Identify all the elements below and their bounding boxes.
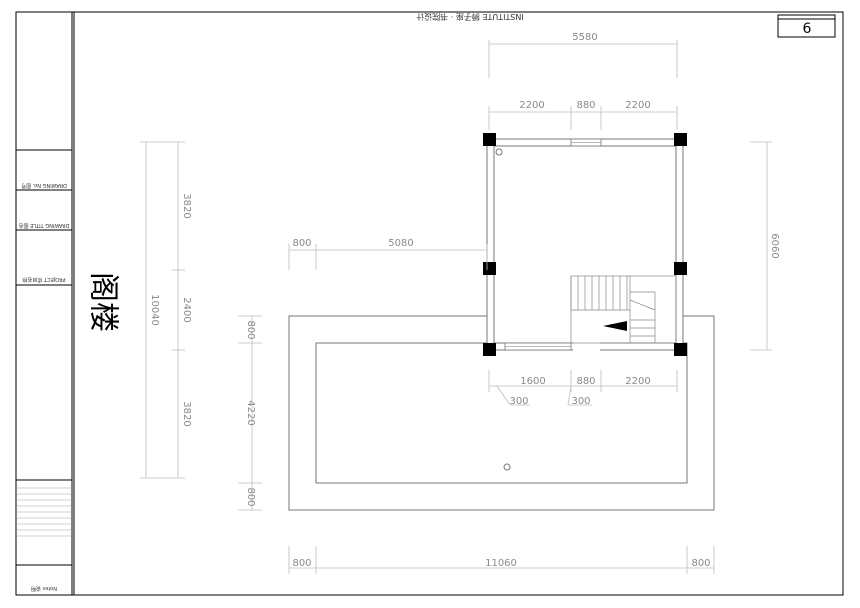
dim-vert-mid: 2400 [181,297,192,322]
sheet-number: 6 [803,21,812,37]
dim-base-total: 11060 [485,558,517,569]
dim-top-mid: 880 [576,100,595,111]
dim-vert-bottom: 3820 [181,401,192,426]
title-block: DRAWING No. 图号 DRAWING TITLE 图名 PROJECT … [16,149,72,592]
inner-border [73,11,844,596]
dim-base-left: 800 [292,558,311,569]
dim-top-right: 2200 [625,100,650,111]
dimension-lines [140,40,772,574]
structural-columns [483,133,687,356]
dim-top-left: 2200 [519,100,544,111]
dim-left-a: 800 [292,238,311,249]
dim-left-b: 5080 [388,238,413,249]
stair [570,275,677,344]
dim-top-overall: 5580 [572,32,597,43]
dim-bottom-right: 2200 [625,376,650,387]
title-block-project: PROJECT 项目名称 [22,276,65,283]
dim-slab-mid: 4220 [245,400,256,425]
drawing-title: 阁楼 [86,272,121,332]
title-block-notes: Notes 说明 [31,585,57,592]
dim-vert-top: 3820 [181,193,192,218]
terrace-inner [315,342,688,484]
title-block-drawing-no: DRAWING No. 图号 [21,182,67,188]
drain-point [503,463,511,471]
dim-right-height: 6060 [769,233,780,258]
dim-bottom-left: 1600 [520,376,545,387]
dim-slab-bottom: 800 [245,487,256,506]
attic-room [486,138,684,351]
dim-offset-left: 300 [509,396,528,407]
dim-vert-total: 10040 [149,294,160,326]
sheet-number-box [777,14,836,38]
dim-slab-top: 800 [245,320,256,339]
dim-base-right: 800 [691,558,710,569]
title-block-drawing-title: DRAWING TITLE 图名 [18,222,69,229]
header-note: INSTITUTE 狮子座 · 书院设计 [416,12,524,22]
dim-bottom-mid: 880 [576,376,595,387]
dim-offset-right: 300 [571,396,590,407]
stair-direction-arrow [603,321,627,331]
